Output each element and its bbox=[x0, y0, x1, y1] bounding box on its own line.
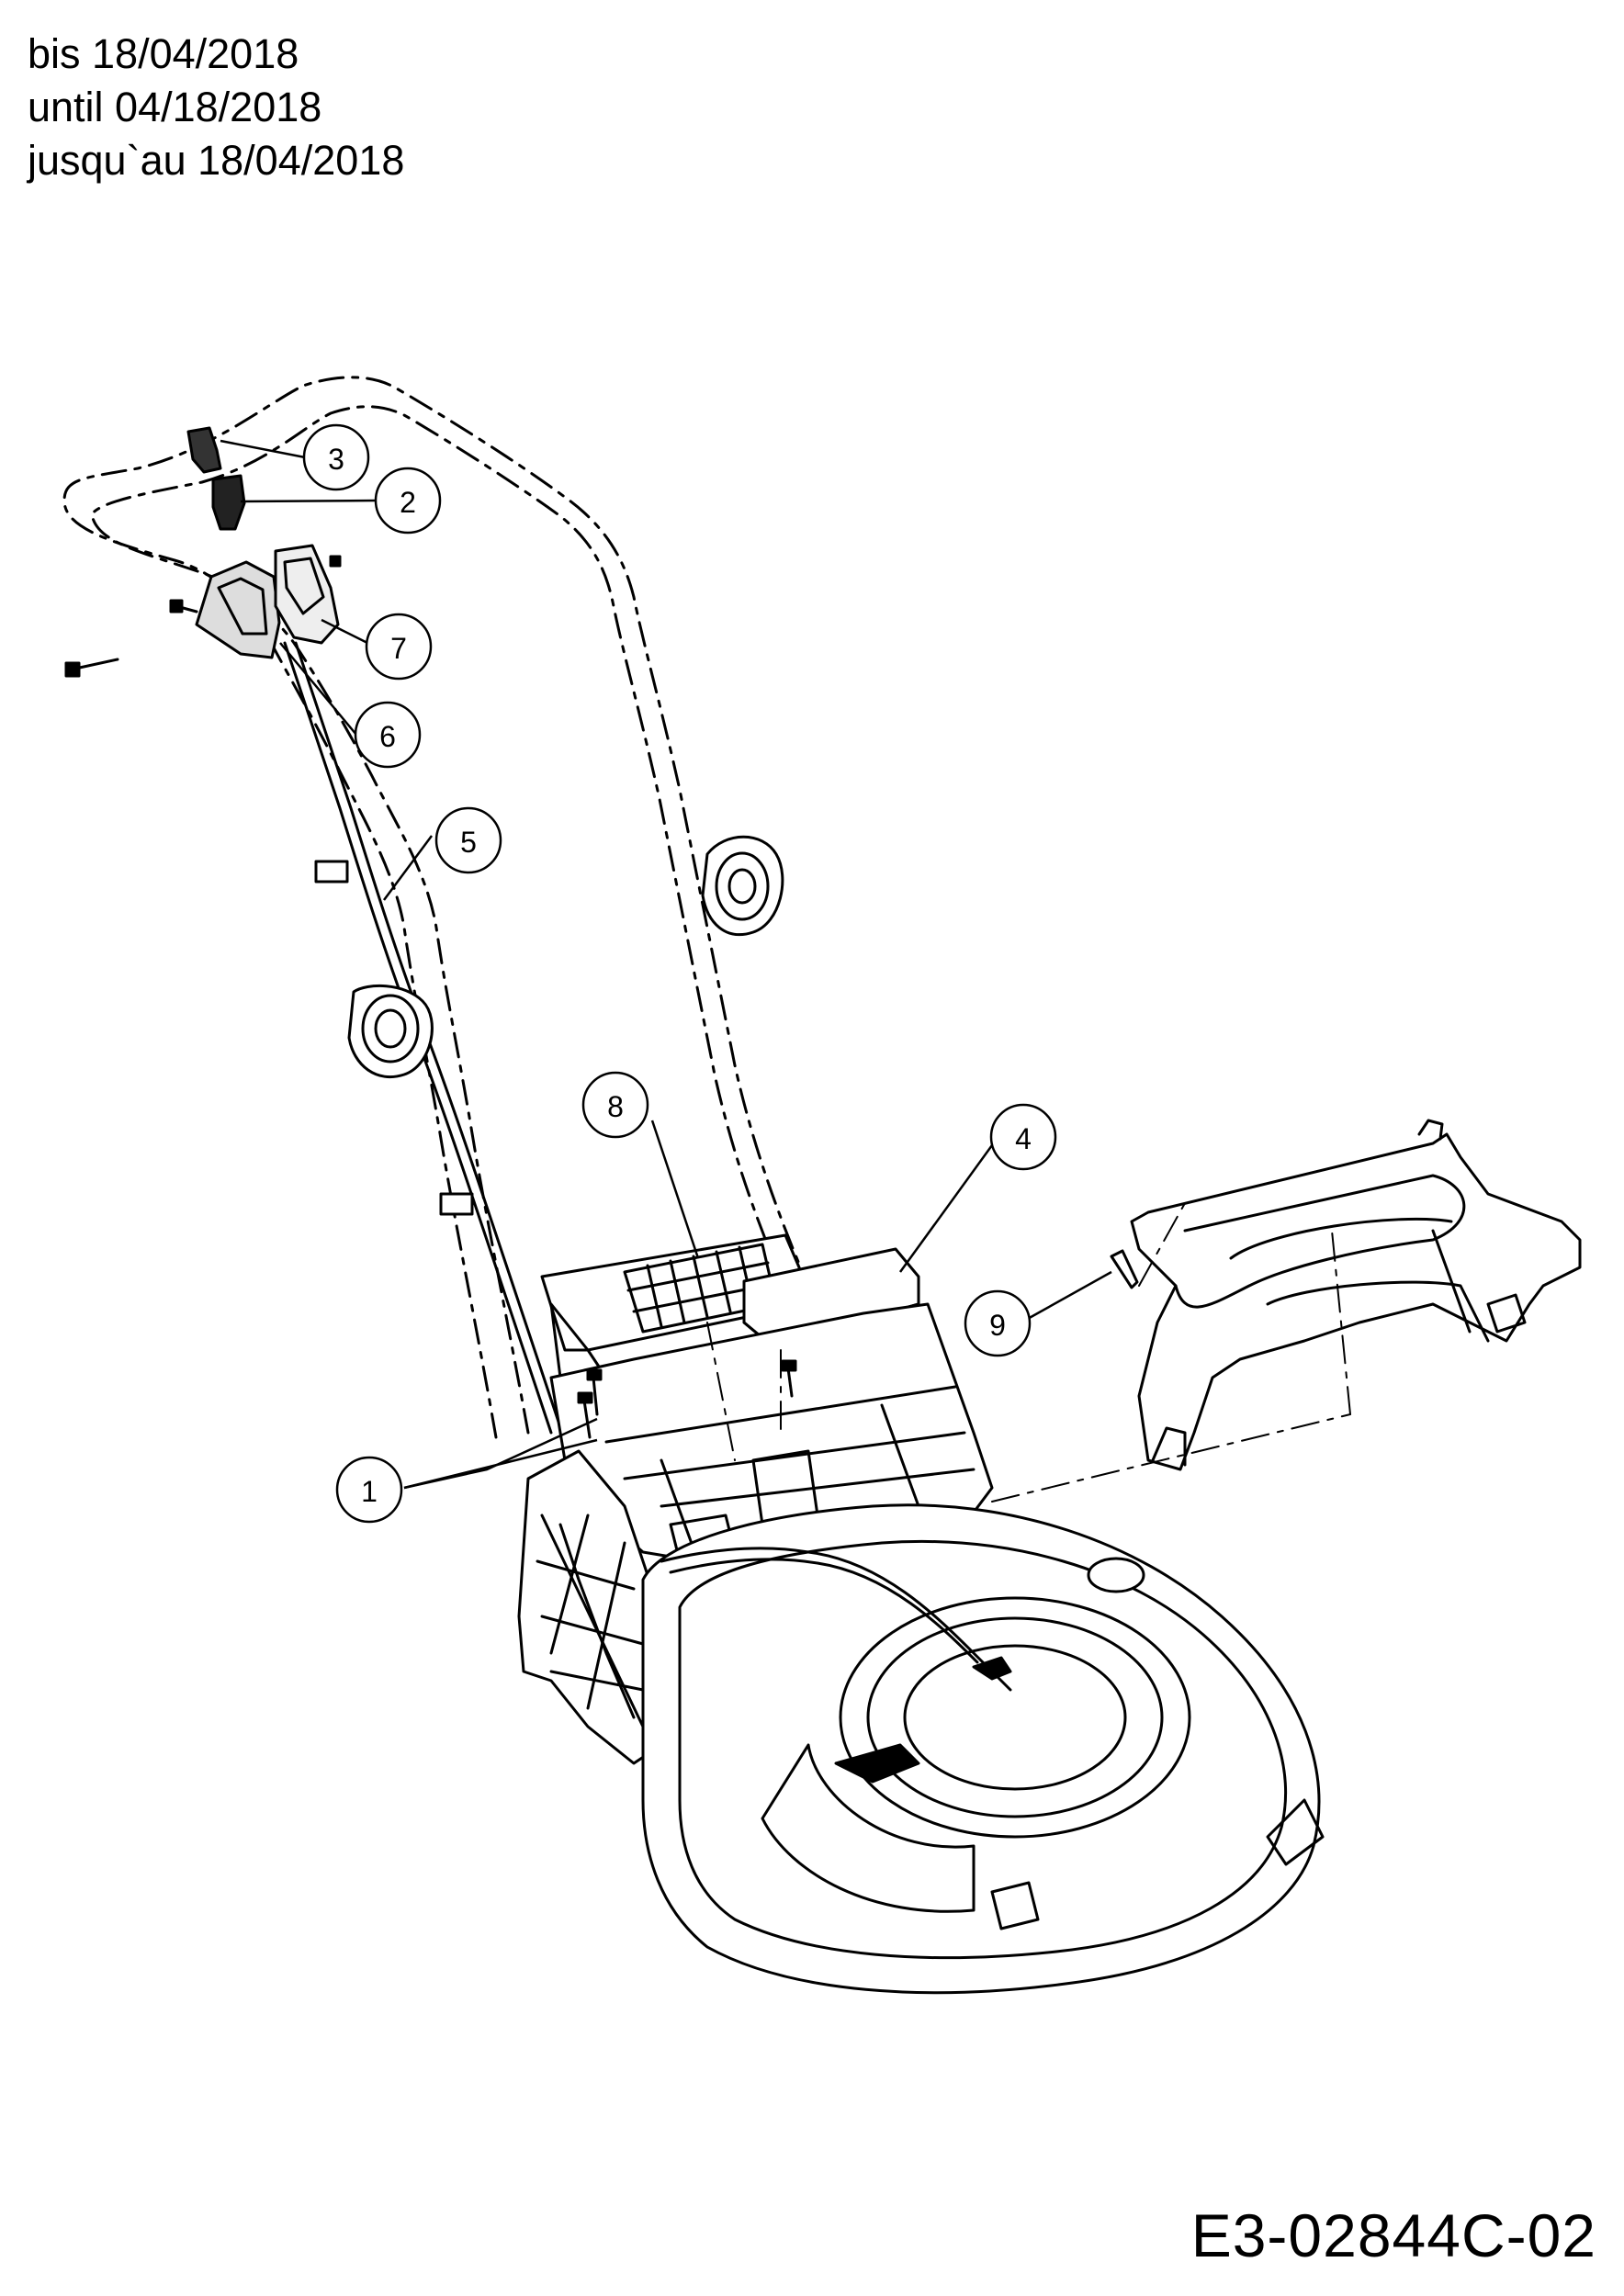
callout-3-circle bbox=[302, 423, 370, 491]
callout-7-label: 7 bbox=[390, 632, 407, 665]
callout-leaders bbox=[220, 439, 1112, 1490]
date-line-fr: jusqu`au 18/04/2018 bbox=[28, 137, 405, 184]
rear-side-plate bbox=[517, 1449, 663, 1765]
clip-part-9 bbox=[1110, 1249, 1139, 1289]
callout-7-circle bbox=[365, 613, 433, 681]
callout-8-circle bbox=[581, 1071, 649, 1139]
switch-box-part-6 bbox=[169, 560, 281, 659]
callout-3-label: 3 bbox=[328, 443, 344, 476]
callout-2-label: 2 bbox=[400, 486, 416, 519]
callout-9-label: 9 bbox=[989, 1309, 1006, 1342]
handle-inner-edge bbox=[90, 405, 851, 1442]
handle-outer-edge bbox=[62, 376, 874, 1439]
battery-compartment-part-8 bbox=[540, 1233, 810, 1379]
callout-4-label: 4 bbox=[1015, 1122, 1032, 1155]
bolts-part-1 bbox=[577, 1359, 797, 1439]
date-line-en: until 04/18/2018 bbox=[28, 84, 322, 130]
clip-part-3 bbox=[186, 426, 222, 474]
drawing-code: E3-02844C-02 bbox=[1190, 2201, 1596, 2269]
grass-chute bbox=[1130, 1119, 1582, 1471]
right-handle-knob bbox=[701, 835, 784, 937]
callout-1-label: 1 bbox=[361, 1475, 378, 1508]
validity-date-block: bis 18/04/2018 until 04/18/2018 jusqu`au… bbox=[28, 28, 404, 187]
callout-8-label: 8 bbox=[607, 1090, 624, 1123]
callout-6-label: 6 bbox=[379, 720, 396, 753]
callout-5-circle bbox=[434, 806, 502, 874]
bolt-part bbox=[64, 658, 119, 678]
date-line-de: bis 18/04/2018 bbox=[28, 30, 299, 77]
callout-circles bbox=[302, 423, 1057, 1524]
callout-4-circle bbox=[989, 1103, 1057, 1171]
connector-part-2 bbox=[211, 474, 246, 531]
callout-2-circle bbox=[374, 467, 442, 535]
callout-5-label: 5 bbox=[460, 826, 477, 859]
callout-1-circle bbox=[335, 1456, 403, 1524]
callout-9-circle bbox=[964, 1289, 1032, 1357]
left-handle-knob bbox=[347, 984, 434, 1079]
switch-cover-part-7 bbox=[274, 544, 342, 645]
mower-deck bbox=[641, 1503, 1325, 1995]
callout-6-circle bbox=[354, 701, 422, 769]
assembly-lines bbox=[706, 1202, 1351, 1503]
